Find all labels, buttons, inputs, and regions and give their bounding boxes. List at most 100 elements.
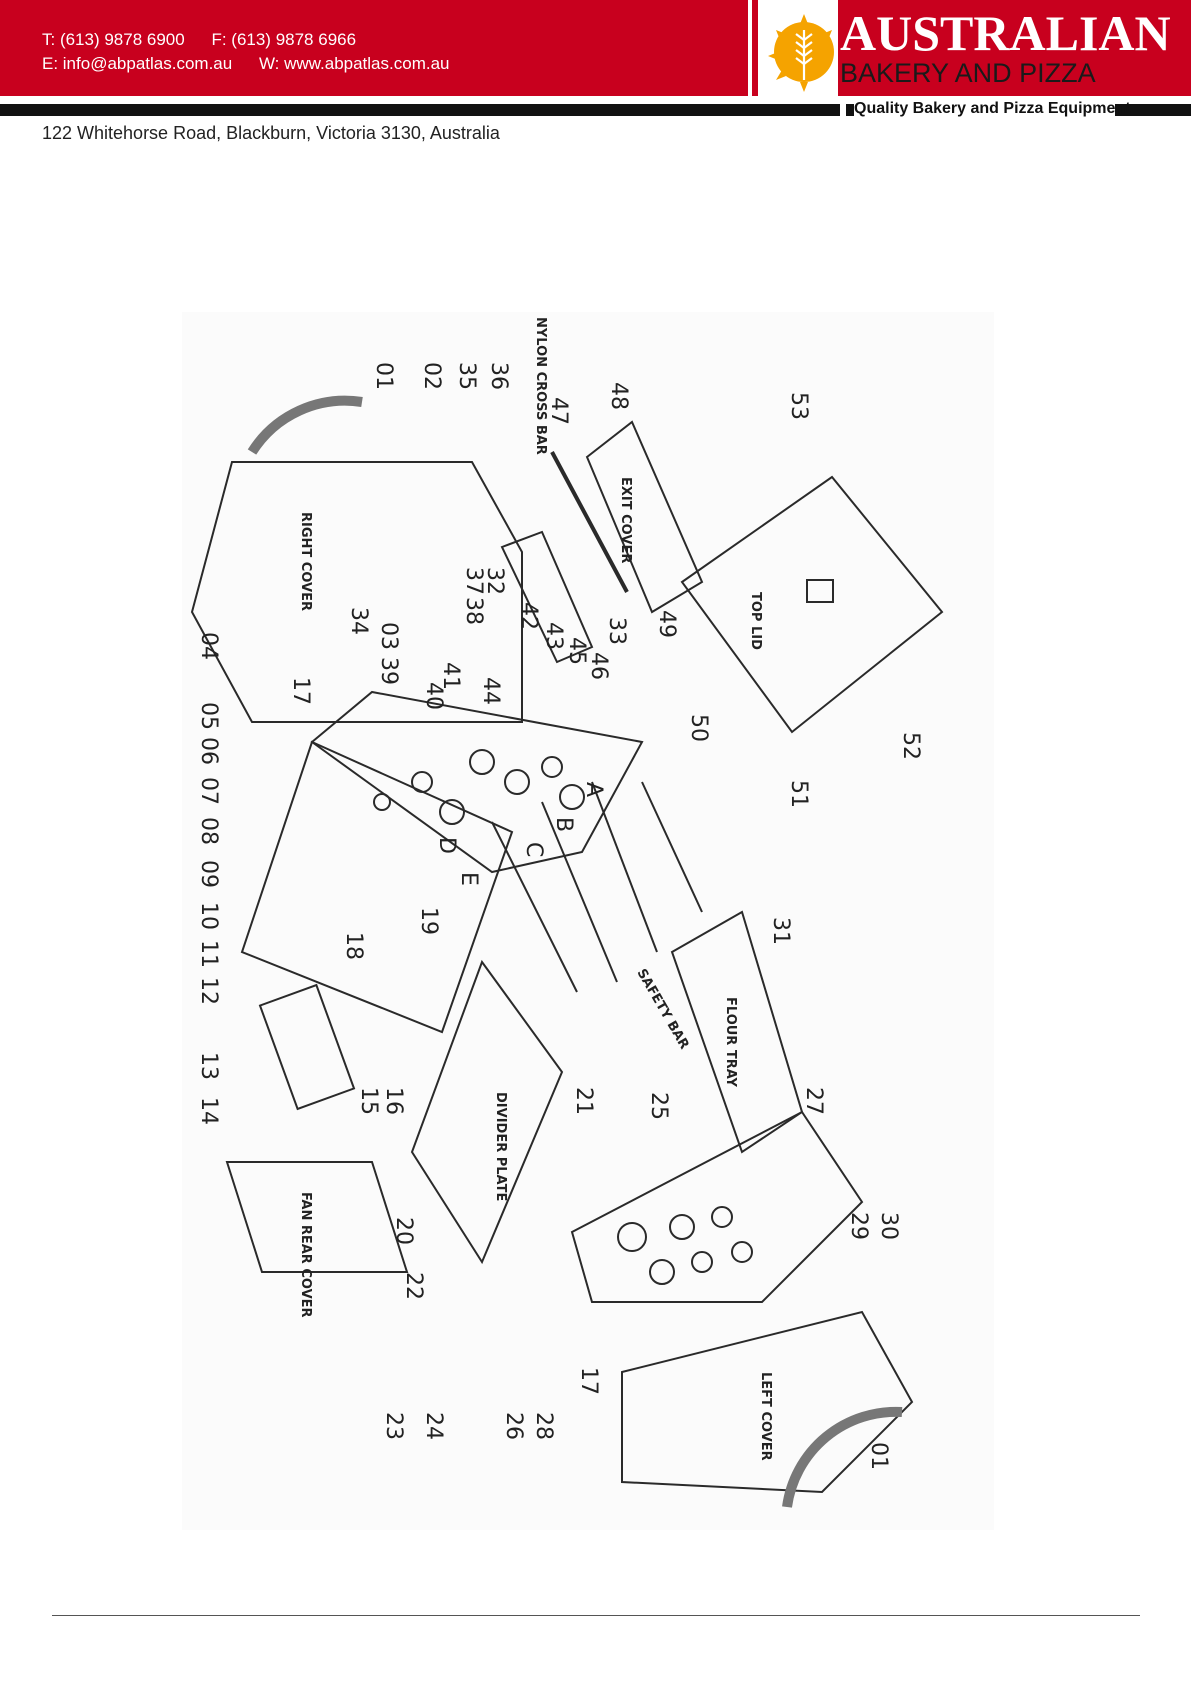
part-number-13: 13	[196, 1052, 221, 1080]
part-number-03: 03	[376, 622, 401, 650]
part-number-20: 20	[391, 1217, 416, 1245]
contact-line-1: T: (613) 9878 6900 F: (613) 9878 6966	[42, 30, 378, 50]
part-number-10: 10	[196, 902, 221, 930]
fan-rear-cover	[225, 1161, 409, 1273]
motor-body	[258, 983, 356, 1111]
part-number-22: 22	[401, 1272, 426, 1300]
panel-letter-d: D	[434, 837, 459, 854]
part-number-47: 47	[546, 397, 571, 425]
part-number-39: 39	[376, 657, 401, 685]
part-number-53: 53	[786, 392, 811, 420]
part-number-36: 36	[486, 362, 511, 390]
left-cover-panel	[621, 1310, 914, 1494]
header-rule-left	[0, 104, 840, 116]
scale-arc-bottom	[782, 1406, 903, 1508]
label-fan-rear-cover: FAN REAR COVER	[298, 1192, 313, 1318]
scale-arc-top	[247, 395, 363, 455]
brand-subtitle: BAKERY AND PIZZA	[840, 58, 1096, 88]
part-number-11: 11	[196, 940, 221, 968]
part-number-35: 35	[454, 362, 479, 390]
right-cover-panel	[190, 461, 523, 723]
part-number-50: 50	[686, 714, 711, 742]
label-divider-plate: DIVIDER PLATE	[493, 1092, 508, 1201]
label-nylon-cross-bar: NYLON CROSS BAR	[533, 317, 548, 455]
company-tagline: Quality Bakery and Pizza Equipment	[854, 100, 1131, 117]
part-number-30: 30	[876, 1212, 901, 1240]
part-number-45: 45	[564, 637, 589, 665]
part-number-42: 42	[516, 602, 541, 630]
part-number-04: 04	[196, 632, 221, 660]
part-number-52: 52	[898, 732, 923, 760]
part-number-19: 19	[416, 907, 441, 935]
exit-cover-panel	[585, 420, 704, 614]
phone-number: T: (613) 9878 6900	[42, 30, 185, 49]
header-rule-stub	[846, 104, 854, 116]
label-right-cover: RIGHT COVER	[298, 512, 313, 611]
part-number-01b: 01	[866, 1442, 891, 1470]
part-number-17a: 17	[288, 677, 313, 705]
part-number-49: 49	[654, 610, 679, 638]
part-number-51: 51	[786, 780, 811, 808]
divider-plate	[410, 959, 564, 1265]
part-number-01a: 01	[371, 362, 396, 390]
nylon-cross-bar	[550, 451, 629, 593]
label-left-cover: LEFT COVER	[758, 1372, 773, 1461]
part-number-40: 40	[421, 682, 446, 710]
part-number-17b: 17	[576, 1367, 601, 1395]
label-top-lid: TOP LID	[748, 592, 763, 650]
part-number-08: 08	[196, 817, 221, 845]
main-side-panel	[310, 690, 644, 874]
part-number-33: 33	[604, 617, 629, 645]
header-rule-right	[1115, 104, 1191, 116]
header-band: T: (613) 9878 6900 F: (613) 9878 6966 E:…	[0, 0, 1191, 96]
part-number-48: 48	[606, 382, 631, 410]
part-number-38: 38	[461, 597, 486, 625]
label-flour-tray: FLOUR TRAY	[723, 997, 738, 1088]
part-number-44: 44	[478, 677, 503, 705]
side-strip-32	[500, 530, 594, 664]
exploded-parts-diagram: RIGHT COVER EXIT COVER TOP LID NYLON CRO…	[182, 312, 994, 1530]
panel-letter-a: A	[581, 782, 606, 797]
brand-logo: AUSTRALIAN BAKERY AND PIZZA	[748, 0, 1191, 96]
part-number-21: 21	[571, 1087, 596, 1115]
panel-letter-b: B	[551, 817, 576, 832]
top-lid-panel	[680, 475, 944, 734]
part-number-12: 12	[196, 977, 221, 1005]
part-number-09: 09	[196, 860, 221, 888]
company-address: 122 Whitehorse Road, Blackburn, Victoria…	[42, 123, 500, 143]
email-address[interactable]: E: info@abpatlas.com.au	[42, 54, 233, 73]
part-number-27: 27	[801, 1087, 826, 1115]
panel-letter-e: E	[456, 872, 481, 886]
part-number-43: 43	[541, 622, 566, 650]
label-exit-cover: EXIT COVER	[618, 477, 633, 563]
part-number-15: 15	[356, 1087, 381, 1115]
part-number-16: 16	[381, 1087, 406, 1115]
part-number-41: 41	[438, 662, 463, 690]
left-side-panel	[570, 1110, 864, 1303]
contact-line-2: E: info@abpatlas.com.au W: www.abpatlas.…	[42, 54, 471, 74]
part-number-02: 02	[419, 362, 444, 390]
part-number-34: 34	[346, 607, 371, 635]
part-number-24: 24	[421, 1412, 446, 1440]
part-number-07: 07	[196, 777, 221, 805]
part-number-14: 14	[196, 1097, 221, 1125]
part-number-26: 26	[501, 1412, 526, 1440]
website-link[interactable]: W: www.abpatlas.com.au	[258, 54, 450, 73]
part-number-32: 32	[482, 567, 507, 595]
fax-number: F: (613) 9878 6966	[211, 30, 357, 49]
brand-name: AUSTRALIAN	[840, 5, 1171, 61]
part-number-18: 18	[341, 932, 366, 960]
part-number-29: 29	[846, 1212, 871, 1240]
panel-letter-c: C	[521, 842, 546, 857]
label-safety-bar: SAFETY BAR	[634, 967, 692, 1052]
part-number-23: 23	[381, 1412, 406, 1440]
part-number-31: 31	[768, 917, 793, 945]
top-lid-window	[806, 579, 834, 603]
part-number-05: 05	[196, 702, 221, 730]
part-number-46: 46	[586, 652, 611, 680]
part-number-37: 37	[461, 567, 486, 595]
footer-rule	[52, 1615, 1140, 1616]
parts-diagram-svg: RIGHT COVER EXIT COVER TOP LID NYLON CRO…	[190, 317, 944, 1508]
part-number-25: 25	[646, 1092, 671, 1120]
wheat-sun-logo-icon	[758, 0, 838, 96]
